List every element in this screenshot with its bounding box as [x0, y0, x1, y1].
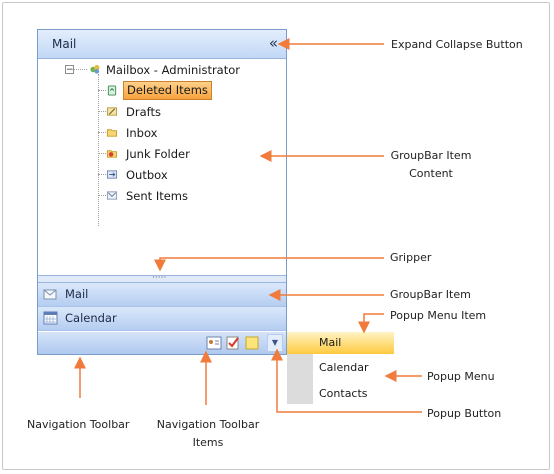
label-expand-collapse-button: Expand Collapse Button [391, 38, 523, 51]
tree-root-node[interactable]: − Mailbox - Administrator [65, 61, 285, 79]
label-line: Items [192, 436, 224, 449]
contacts-icon[interactable] [206, 335, 222, 351]
arrow-popup-button [271, 348, 422, 413]
gripper[interactable]: ····· [38, 273, 286, 283]
popup-menu-item-mail[interactable]: Mail [287, 332, 394, 354]
label-line: Content [409, 167, 453, 180]
groupbar-header: Mail « [38, 30, 286, 59]
popup-menu-item-label: Calendar [319, 361, 369, 374]
junk-icon [106, 150, 118, 158]
groupbar: Mail « − Mailbox - Administrator Deleted… [37, 29, 287, 355]
navigation-toolbar: ▼ [38, 332, 286, 354]
tree-connector [98, 111, 106, 112]
label-navigation-toolbar: Navigation Toolbar [27, 418, 130, 431]
sent-icon [106, 191, 118, 200]
tree-root-label: Mailbox - Administrator [106, 63, 241, 77]
label-popup-menu: Popup Menu [427, 370, 495, 383]
tree-connector [98, 132, 106, 133]
label-line: GroupBar Item [390, 149, 472, 162]
mail-icon [43, 289, 57, 300]
tree-connector [98, 90, 106, 91]
label-line: Navigation Toolbar [156, 418, 260, 431]
popup-menu-item-contacts[interactable]: Contacts [287, 383, 394, 405]
tree-item-label: Inbox [126, 126, 158, 140]
label-popup-menu-item: Popup Menu Item [390, 309, 487, 322]
tree-item-label: Outbox [126, 168, 168, 182]
drafts-icon [106, 107, 118, 116]
mailbox-icon [90, 64, 100, 74]
expand-collapse-button[interactable]: « [268, 34, 278, 52]
tree-item-label: Junk Folder [126, 147, 190, 161]
tree-collapse-toggle[interactable]: − [65, 65, 74, 75]
tree-connector [98, 74, 99, 226]
groupbar-item-mail[interactable]: Mail [38, 283, 286, 307]
label-groupbar-item: GroupBar Item [390, 288, 471, 301]
label-gripper: Gripper [390, 251, 432, 264]
gripper-dots: ····· [152, 273, 167, 283]
groupbar-header-title: Mail [52, 37, 77, 51]
label-popup-button: Popup Button [427, 407, 502, 420]
tree-connector [98, 174, 106, 175]
tree-connector [74, 69, 87, 70]
recycle-icon [107, 85, 117, 96]
calendar-icon [43, 311, 58, 325]
tree-item-label: Deleted Items [123, 81, 212, 100]
tree-connector [98, 195, 106, 196]
popup-menu-item-label: Mail [319, 336, 342, 349]
arrow-popup-menu-item [358, 313, 384, 334]
tree-item-label: Drafts [126, 105, 161, 119]
popup-menu-item-calendar[interactable]: Calendar [287, 357, 394, 379]
groupbar-item-label: Calendar [65, 311, 117, 325]
popup-menu-icon-strip [287, 354, 313, 404]
label-navigation-toolbar-items: Navigation Toolbar Items [150, 417, 266, 450]
groupbar-item-content: − Mailbox - Administrator Deleted Items … [38, 59, 286, 275]
popup-menu: Mail Calendar Contacts [287, 332, 394, 404]
tasks-icon[interactable] [225, 335, 241, 351]
arrow-gripper [154, 257, 384, 272]
label-groupbar-item-content: GroupBar Item Content [388, 148, 474, 181]
outbox-icon [106, 170, 118, 179]
tree-item-label: Sent Items [126, 189, 188, 203]
tree-connector [98, 153, 106, 154]
groupbar-item-calendar[interactable]: Calendar [38, 307, 286, 331]
groupbar-item-label: Mail [65, 287, 89, 301]
notes-icon[interactable] [244, 335, 260, 351]
figure-frame [2, 2, 550, 470]
folder-icon [106, 129, 118, 137]
popup-menu-item-label: Contacts [319, 387, 368, 400]
